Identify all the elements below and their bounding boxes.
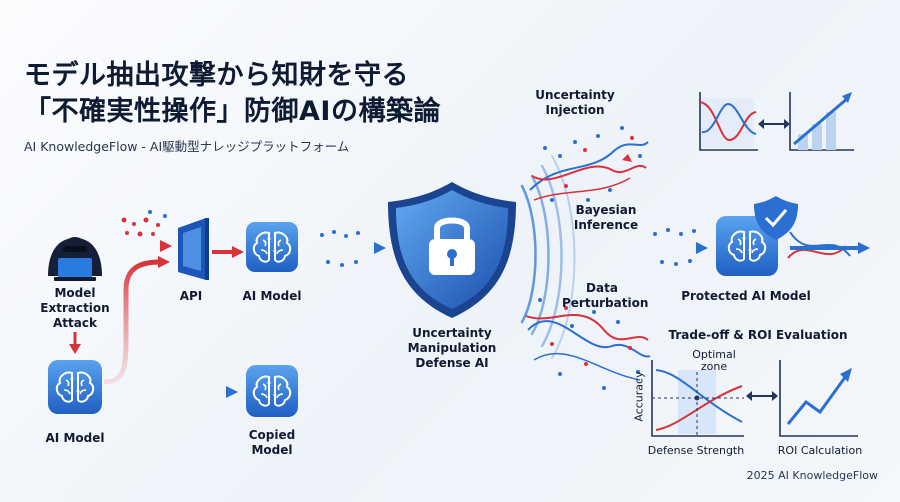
double-arrow-icon	[758, 119, 790, 129]
attack-query-dots	[121, 210, 167, 237]
ai-model-label: AI Model	[242, 289, 302, 303]
api-label: API	[179, 289, 203, 303]
protected-output-graphic	[787, 231, 870, 259]
title-line-2: 「不確実性操作」防御AIの構築論	[24, 96, 441, 127]
source-ai-model-icon	[48, 360, 102, 414]
copied-model-icon	[246, 365, 298, 417]
api-gateway-icon	[178, 218, 209, 280]
attacker-hacker-icon	[48, 237, 102, 281]
uncertainty-distribution-chart	[699, 92, 758, 151]
check-shield-icon	[754, 196, 798, 240]
protected-ai-model-icon	[716, 216, 778, 276]
protected-model-label: Protected AI Model	[681, 289, 811, 303]
data-perturbation-graphic	[525, 298, 651, 390]
model-to-shield-dots	[320, 230, 360, 267]
source-ai-model-label: AI Model	[45, 431, 105, 445]
bayesian-inference-label: Bayesian Inference	[573, 203, 639, 232]
ai-model-icon	[246, 222, 298, 272]
page-title: モデル抽出攻撃から知財を守る 「不確実性操作」防御AIの構築論	[24, 58, 441, 130]
title-line-1: モデル抽出攻撃から知財を守る	[24, 60, 409, 91]
roi-calculation-label: ROI Calculation	[777, 444, 863, 457]
uncertainty-injection-label: Uncertainty Injection	[535, 88, 615, 117]
tradeoff-double-arrow-icon	[746, 391, 778, 401]
shield-label: Uncertainty Manipulation Defense AI	[407, 326, 497, 370]
attack-down-arrow	[69, 344, 81, 354]
data-perturbation-label: Data Perturbation	[562, 281, 649, 310]
optimal-zone-label: Optimal zone	[692, 348, 736, 373]
accuracy-axis-label: Accuracy	[632, 371, 646, 422]
defense-strength-axis-label: Defense Strength	[647, 444, 745, 457]
uncertainty-injection-graphic	[529, 126, 649, 202]
evaluation-title: Trade-off & ROI Evaluation	[668, 328, 848, 342]
attacker-label: Model Extraction Attack	[40, 286, 110, 330]
page-subtitle: AI KnowledgeFlow - AI駆動型ナレッジプラットフォーム	[24, 139, 350, 154]
growth-chart-icon	[789, 92, 854, 151]
copied-model-label: Copied Model	[248, 428, 296, 457]
extraction-curve-arrow	[103, 259, 161, 385]
footer-copyright: 2025 AI KnowledgeFlow	[746, 469, 878, 482]
bayesian-dots	[653, 228, 696, 266]
roi-chart	[779, 360, 858, 437]
shield-lock-icon	[388, 182, 516, 318]
tradeoff-chart	[651, 360, 744, 437]
